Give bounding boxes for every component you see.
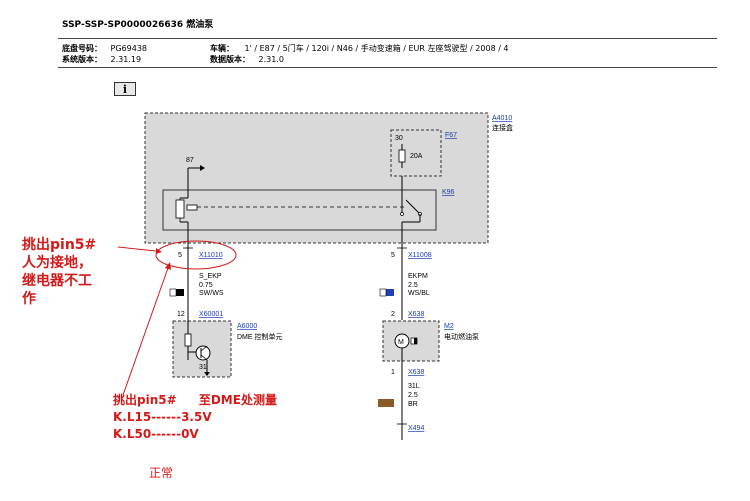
ground-arrow-icon: [204, 372, 210, 376]
annotation-note-1: 挑出pin5# 人为接地， 继电器不工 作: [22, 236, 96, 308]
annotation-note-2: 挑出pin5# 至DME处测量 K.L15------3.5V K.L50---…: [113, 392, 277, 443]
x11010-code[interactable]: X11010: [199, 252, 223, 259]
system-version-value: 2.31.19: [110, 55, 142, 64]
note2-line1-a: 挑出pin5#: [113, 393, 177, 407]
system-version-row: 系统版本： 2.31.19: [62, 54, 141, 65]
m2-name: 电动燃油泵: [444, 332, 479, 341]
header-rule-bottom: [58, 67, 717, 68]
data-version-row: 数据版本： 2.31.0: [210, 54, 284, 65]
chassis-row: 底盘号码： PG69438: [62, 43, 147, 54]
system-version-label: 系统版本：: [62, 55, 102, 64]
f67-code[interactable]: F67: [445, 132, 457, 139]
document-title: SSP-SSP-SP0000026636 燃油泵: [62, 20, 214, 30]
note2-line3: K.L50------0V: [113, 427, 199, 441]
resistor-icon: [184, 333, 192, 347]
wire-ground-size: 2.5: [408, 392, 418, 399]
annotation-arrow-1: [117, 246, 157, 252]
header-rule-top: [58, 38, 717, 39]
note2-line1-b: 至DME处测量: [198, 393, 277, 407]
note1-line3: 继电器不工: [22, 273, 92, 289]
wire-ground-color: BR: [408, 401, 418, 408]
s-ekp-color: SW/WS: [199, 290, 224, 297]
relay-armature-icon: [186, 204, 198, 211]
a4010-name: 连接盒: [492, 123, 513, 132]
x11008-pin: 5: [391, 252, 395, 259]
vehicle-value: 1' / E87 / 5门车 / 120i / N46 / 手动变速箱 / EU…: [244, 44, 509, 53]
x11010-pin: 5: [178, 252, 182, 259]
data-version-label: 数据版本：: [210, 55, 250, 64]
x638-bottom-code[interactable]: X638: [408, 369, 424, 376]
a6000-pin-31: 31: [199, 364, 207, 371]
wire-ground-name: 31L: [408, 383, 420, 390]
ekpm-color: WS/BL: [408, 290, 430, 297]
x638-top-code[interactable]: X638: [408, 311, 424, 318]
m2-code[interactable]: M2: [444, 323, 454, 330]
annotation-ellipse: [155, 240, 237, 270]
x11008-code[interactable]: X11008: [408, 252, 432, 259]
wire-color-swatch-ws-bl: [380, 289, 394, 296]
note2-line2: K.L15------3.5V: [113, 410, 212, 424]
note1-line4: 作: [22, 291, 36, 307]
wire-color-swatch-sw-ws: [170, 289, 184, 296]
a6000-name: DME 控制单元: [237, 332, 283, 341]
s-ekp-name: S_EKP: [199, 273, 222, 280]
transistor-icon: [195, 345, 211, 361]
ekpm-name: EKPM: [408, 273, 428, 280]
k96-relay-box: [162, 189, 437, 231]
fuse-symbol-icon: [398, 149, 406, 163]
arrow-right-icon: [200, 165, 205, 171]
s-ekp-size: 0.75: [199, 282, 213, 289]
annotation-note-3: 正常: [149, 466, 174, 480]
vehicle-row: 车辆： 1' / E87 / 5门车 / 120i / N46 / 手动变速箱 …: [210, 43, 509, 54]
ekpm-size: 2.5: [408, 282, 418, 289]
relay-switch-icon: [405, 199, 421, 215]
annotation-arrow-2: [122, 267, 169, 396]
x638-top-pin: 2: [391, 311, 395, 318]
x60001-pin: 12: [177, 311, 185, 318]
a4010-code[interactable]: A4010: [492, 115, 512, 122]
data-version-value: 2.31.0: [258, 55, 284, 64]
f67-rating: 20A: [410, 153, 423, 160]
svg-text:M: M: [398, 339, 404, 346]
a6000-code[interactable]: A6000: [237, 323, 257, 330]
x60001-code[interactable]: X60001: [199, 311, 223, 318]
note1-line2: 人为接地，: [22, 255, 92, 271]
vehicle-label: 车辆：: [210, 44, 234, 53]
x494-code[interactable]: X494: [408, 425, 424, 432]
wire-color-swatch-br: [378, 399, 394, 407]
chassis-value: PG69438: [110, 44, 148, 53]
chassis-label: 底盘号码：: [62, 44, 102, 53]
relay-pin-87: 87: [186, 157, 194, 164]
note1-line1: 挑出pin5#: [22, 237, 97, 253]
info-button[interactable]: i: [114, 82, 136, 96]
x638-bottom-pin: 1: [391, 369, 395, 376]
k96-code[interactable]: K96: [442, 189, 455, 196]
f67-pin: 30: [395, 135, 403, 142]
relay-coil-icon: [175, 199, 185, 219]
